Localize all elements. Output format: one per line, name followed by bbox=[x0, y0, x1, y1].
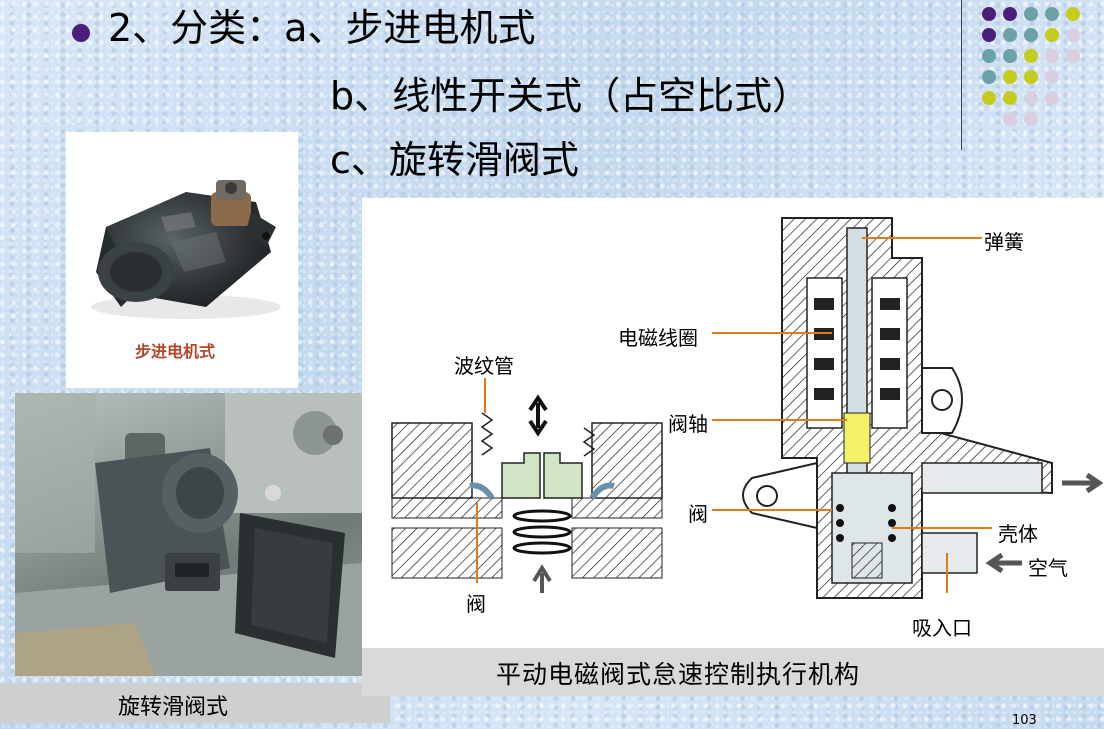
right-cross-section bbox=[712, 217, 1104, 599]
label-bellows: 波纹管 bbox=[454, 354, 514, 378]
stepper-motor-photo-card: 步进电机式 bbox=[66, 132, 298, 388]
solenoid-valve-diagram bbox=[391, 217, 1104, 599]
label-spring: 弹簧 bbox=[984, 230, 1024, 254]
classification-line-b: b、线性开关式（占空比式） bbox=[330, 74, 811, 118]
bullet-dot bbox=[72, 24, 90, 42]
label-valve-left: 阀 bbox=[466, 592, 486, 616]
rotary-valve-photo bbox=[15, 393, 362, 676]
stepper-motor-image bbox=[91, 180, 281, 319]
rotary-valve-image bbox=[15, 393, 362, 676]
stepper-motor-caption: 步进电机式 bbox=[134, 342, 215, 361]
classification-line-c: c、旋转滑阀式 bbox=[330, 138, 579, 182]
rotary-caption-bar bbox=[0, 683, 390, 723]
page-number: 103 bbox=[1012, 713, 1037, 728]
idle-control-diagram-panel: 波纹管 阀 弹簧 电磁线圈 阀轴 阀 壳体 空气 吸入口 bbox=[362, 198, 1104, 696]
diagram-caption: 平动电磁阀式怠速控制执行机构 bbox=[496, 660, 861, 689]
label-intake: 吸入口 bbox=[912, 616, 972, 640]
label-valve-right: 阀 bbox=[688, 502, 708, 526]
left-simplified-diagram bbox=[391, 378, 663, 593]
diagram-caption-bar bbox=[362, 648, 1104, 696]
label-solenoid-coil: 电磁线圈 bbox=[618, 326, 698, 350]
decor-vertical-line bbox=[961, 0, 962, 150]
rotary-valve-caption: 旋转滑阀式 bbox=[118, 695, 229, 720]
label-air: 空气 bbox=[1028, 556, 1068, 580]
classification-line-a: 2、分类：a、步进电机式 bbox=[108, 6, 536, 50]
label-valve-shaft: 阀轴 bbox=[668, 412, 708, 436]
label-housing: 壳体 bbox=[998, 522, 1038, 546]
